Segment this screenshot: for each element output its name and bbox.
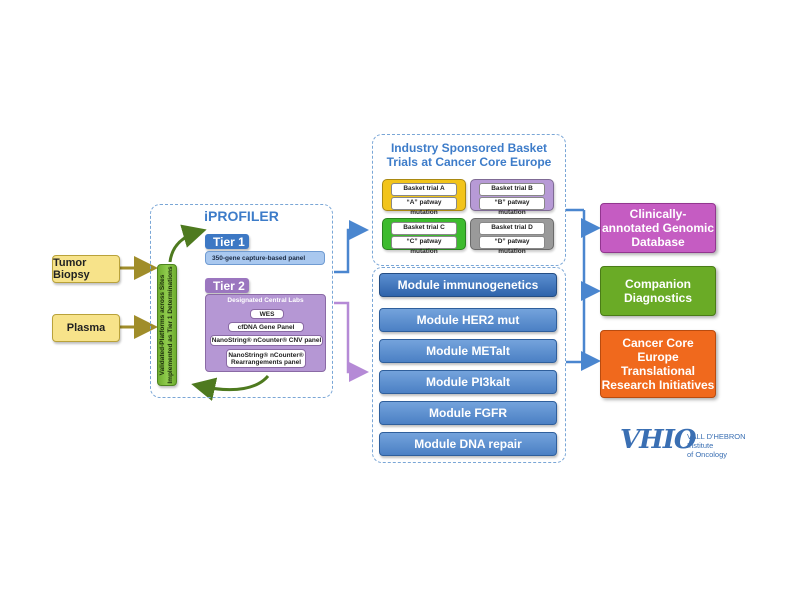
companion-diagnostics-box: Companion Diagnostics: [600, 266, 716, 316]
basket-trials-title: Industry Sponsored Basket Trials at Canc…: [386, 141, 552, 169]
tier1-label: Tier 1: [213, 234, 245, 249]
translational-research-box: Cancer Core Europe Translational Researc…: [600, 330, 716, 398]
module-fgfr: Module FGFR: [379, 401, 557, 425]
module-dna-repair: Module DNA repair: [379, 432, 557, 456]
basket-trial-d: Basket trial D “D” patway mutation: [470, 218, 554, 255]
logo-line2: Institute: [687, 441, 714, 450]
vhio-logo-mark: VHIO: [620, 425, 697, 455]
basket-trial-b: Basket trial B “B” patway mutation: [470, 179, 554, 216]
basket-trials-container: [372, 134, 566, 266]
modules-container: [372, 267, 566, 463]
basket-trial-c-mutation: “C” patway mutation: [391, 236, 457, 255]
plasma-label: Plasma: [66, 322, 106, 334]
module-immunogenetics: Module immunogenetics: [379, 273, 557, 297]
companion-diagnostics-label: Companion Diagnostics: [623, 277, 692, 305]
module-her2-mut: Module HER2 mut: [379, 308, 557, 332]
basket-trial-a-label: Basket trial A: [391, 183, 457, 196]
tier2-item-cfdna: cfDNA Gene Panel: [228, 322, 304, 332]
basket-trial-d-mutation: “D” patway mutation: [479, 236, 545, 255]
basket-trial-c-label: Basket trial C: [391, 222, 457, 235]
arrow-to-baskets: [334, 220, 369, 274]
central-labs-heading: Designated Central Labs: [227, 297, 304, 304]
tier2-item-rearrangements: NanoString® nCounter® Rearrangements pan…: [226, 349, 306, 368]
genomic-database-label: Clinically-annotated Genomic Database: [601, 207, 714, 249]
vhio-logo-text: VALL D'HEBRON Institute of Oncology: [687, 432, 767, 459]
tier2-item-cnv: NanoString® nCounter® CNV panel: [210, 335, 323, 346]
tumor-biopsy-label: Tumor Biopsy: [53, 257, 90, 281]
tumor-biopsy-box: Tumor Biopsy: [52, 255, 120, 283]
logo-line3: of Oncology: [687, 450, 728, 459]
tier2-label: Tier 2: [213, 278, 245, 293]
tier2-item-wes: WES: [250, 309, 284, 319]
iprofiler-title: iPROFILER: [204, 208, 279, 224]
arrow-to-modules: [334, 301, 369, 382]
module-metalt: Module METalt: [379, 339, 557, 363]
arrow-green-down: [191, 374, 270, 401]
tier2-panel: Designated Central Labs WES cfDNA Gene P…: [205, 294, 326, 372]
basket-trial-a-mutation: “A” patway mutation: [391, 197, 457, 216]
logo-line1: VALL D'HEBRON: [687, 432, 746, 441]
basket-trial-b-label: Basket trial B: [479, 183, 545, 196]
tier1-panel: 350-gene capture-based panel: [205, 251, 325, 265]
tier1-tab: Tier 1: [205, 234, 249, 249]
module-pi3kalt: Module PI3kalt: [379, 370, 557, 394]
basket-trial-d-label: Basket trial D: [479, 222, 545, 235]
plasma-box: Plasma: [52, 314, 120, 342]
arrow-green-up: [168, 224, 207, 263]
translational-research-label: Cancer Core Europe Translational Researc…: [601, 336, 715, 392]
validated-platforms-text: Validated-Platforms across Sites Impleme…: [159, 266, 174, 384]
basket-trial-a: Basket trial A “A” patway mutation: [382, 179, 466, 216]
iprofiler-container: [150, 204, 333, 398]
validated-platforms-bar: Validated-Platforms across Sites Impleme…: [157, 264, 177, 386]
basket-trial-b-mutation: “B” patway mutation: [479, 197, 545, 216]
basket-trial-c: Basket trial C “C” patway mutation: [382, 218, 466, 255]
tier2-tab: Tier 2: [205, 278, 249, 293]
genomic-database-box: Clinically-annotated Genomic Database: [600, 203, 716, 253]
